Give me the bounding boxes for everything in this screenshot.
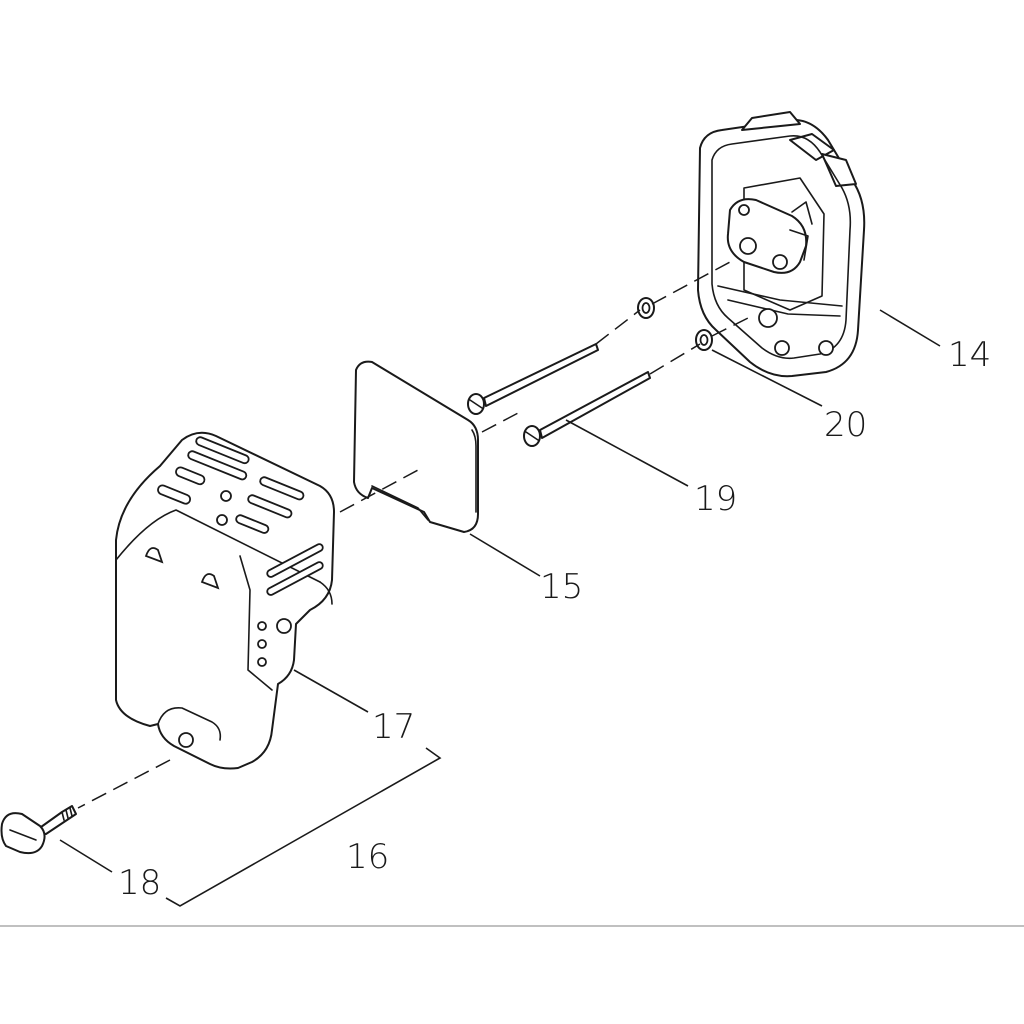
part-14-air-cleaner-base	[697, 111, 866, 378]
callout-15: 15	[540, 567, 583, 607]
callout-16: 16	[346, 837, 389, 877]
part-15-filter-element	[353, 360, 479, 533]
part-20-washers	[637, 297, 713, 351]
callout-19: 19	[694, 479, 737, 519]
callout-18: 18	[118, 863, 161, 903]
leader-lines	[59, 309, 941, 907]
callout-20: 20	[824, 405, 867, 445]
callout-14: 14	[948, 335, 991, 375]
callout-labels: 14 15 16 17 18 19 20	[118, 335, 991, 903]
part-17-cover	[115, 431, 335, 770]
callout-17: 17	[372, 707, 415, 747]
part-18-knob-screw	[0, 805, 77, 855]
assembly-axes	[77, 261, 749, 809]
part-19-long-screws	[467, 343, 651, 447]
